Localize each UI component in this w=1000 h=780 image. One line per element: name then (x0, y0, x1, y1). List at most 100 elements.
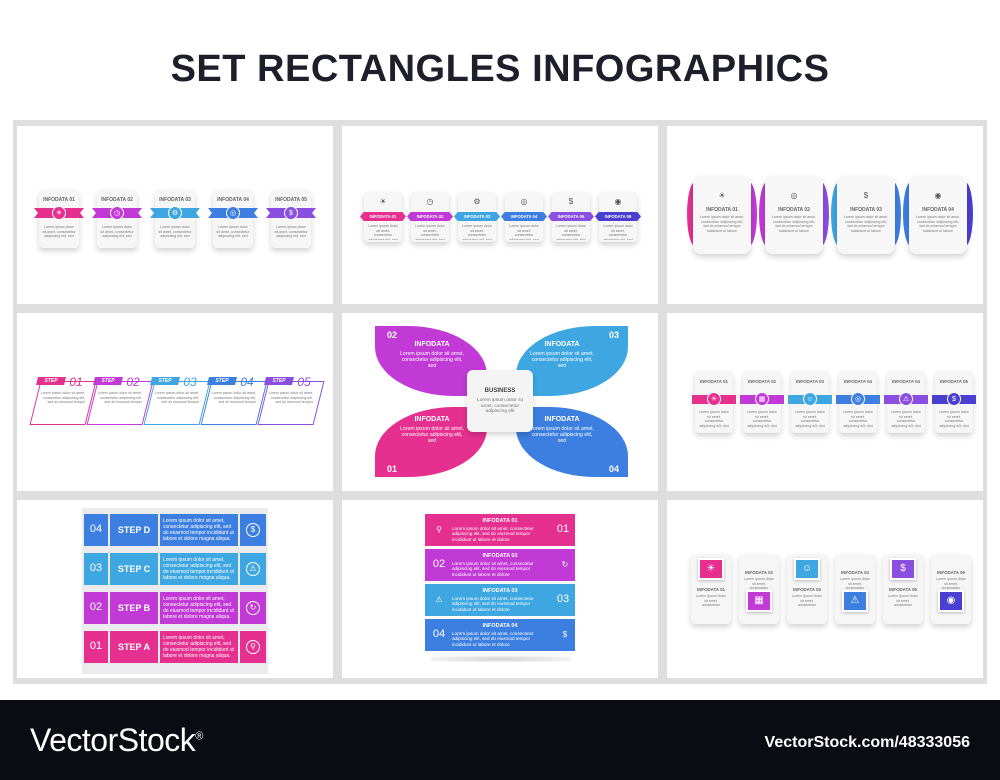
banner-title: INFODATA 01 (482, 518, 518, 524)
step-cell (110, 631, 158, 663)
card-text: Lorem ipsum dolor sit amet, consectetur … (843, 215, 889, 233)
panel-ribbon-cards: INFODATA 01 ☀ Lorem ipsum dolor sit amet, … (17, 126, 333, 304)
row-text: Lorem ipsum dolor sit amet, consectetur … (163, 557, 234, 581)
card-text: Lorem ipsum dolor sit amet, consectetur … (792, 594, 822, 608)
dollar-icon: $ (900, 563, 906, 574)
leaf-number: 01 (386, 464, 397, 474)
card-text: Lorem ipsum dolor sit amet, consectetur … (415, 224, 445, 240)
text-cell (160, 553, 238, 585)
step-text: Lorem ipsum dolor sit amet, consectetur … (154, 391, 199, 405)
leaf-title: INFODATA (414, 341, 450, 348)
card-text: Lorem ipsum dolor sit amet, consectetur … (699, 215, 745, 233)
card-label: INFODATA 04 (217, 197, 249, 203)
text-cell (160, 631, 238, 663)
person-icon: ☺ (806, 395, 814, 403)
row-text: Lorem ipsum dolor sit amet, consectetur … (163, 635, 234, 659)
info-card (909, 176, 967, 254)
target-icon: ◉ (934, 191, 942, 200)
card-label: INFODATA 04 (892, 379, 920, 384)
step-cell (110, 592, 158, 624)
info-card (837, 176, 895, 254)
hex-band (454, 212, 500, 221)
icon-ring (246, 601, 260, 615)
card-label: INFODATA 06 (604, 214, 632, 219)
leaf-number: 04 (608, 464, 619, 474)
card-label: INFODATA 06 (937, 570, 965, 575)
step-number: 01 (69, 375, 83, 389)
row-step: STEP A (117, 642, 150, 652)
search-icon: ⚲ (436, 525, 442, 534)
card-text: Lorem ipsum dolor sit amet, consectetur … (100, 225, 134, 239)
card-text: Lorem ipsum dolor sit amet, consectetur … (795, 410, 825, 428)
step-text: Lorem ipsum dolor sit amet, consectetur … (97, 391, 142, 405)
dollar-icon: $ (952, 395, 956, 403)
card-text: Lorem ipsum dolor sit amet, consectetur … (891, 410, 921, 428)
footer-bar: VectorStock® VectorStock.com/48333056 (0, 700, 1000, 780)
card-label: INFODATA 04 (844, 379, 872, 384)
panel-band-cards: INFODATA 01☀Lorem ipsum dolor sit amet, … (667, 313, 983, 491)
icon-tile (746, 590, 772, 612)
row-text: Lorem ipsum dolor sit amet, consectetur … (163, 596, 234, 620)
dollar-icon: $ (562, 630, 568, 639)
center-title: BUSINESS (484, 388, 516, 394)
calendar-icon: ▦ (758, 395, 766, 403)
bulb-icon: ☀ (706, 563, 716, 574)
infographic-grid: INFODATA 01 ☀ Lorem ipsum dolor sit amet, … (13, 120, 987, 684)
card-label: INFODATA 05 (940, 379, 968, 384)
card-label: INFODATA 04 (510, 214, 538, 219)
leaf-text: Lorem ipsum dolor sit amet, consectetur … (399, 351, 464, 369)
banner-text: Lorem ipsum dolor sit amet, consectetur … (452, 596, 534, 612)
card-label: INFODATA 01 (700, 379, 728, 384)
hex-band (595, 212, 641, 221)
icon-ring (246, 640, 260, 654)
card-label: INFODATA 05 (889, 587, 917, 592)
card-text: Lorem ipsum dolor sit amet, consectetur … (888, 594, 918, 608)
warning-icon: ⚠ (902, 395, 910, 403)
step-number: 05 (297, 375, 311, 389)
leaf-number: 03 (608, 330, 619, 340)
card-label: INFODATA 05 (275, 197, 307, 203)
warning-icon: ⚠ (249, 564, 257, 573)
clock-icon: ◷ (426, 197, 434, 206)
leaf-text: Lorem ipsum dolor sit amet, consectetur … (529, 426, 594, 444)
icon-tile (794, 558, 820, 580)
icon-tile (938, 590, 964, 612)
info-card (931, 554, 971, 624)
icon-badge (899, 392, 913, 406)
panel-stacked-banners: INFODATA 01 Lorem ipsum dolor sit amet, c… (342, 500, 658, 678)
warning-icon: ⚠ (435, 595, 443, 604)
gear-icon: ⚙ (171, 209, 179, 217)
num-cell (84, 631, 108, 663)
card-text: Lorem ipsum dolor sit amet, consectetur … (216, 225, 250, 239)
step-label: STEP (158, 378, 172, 384)
brand-logo: VectorStock® (30, 722, 203, 758)
globe-icon: ◎ (854, 395, 862, 403)
card-text: Lorem ipsum dolor sit amet, consectetur … (936, 577, 966, 591)
card-label: INFODATA 04 (841, 570, 869, 575)
bulb-icon: ☀ (55, 209, 63, 217)
leaf-number: 02 (386, 330, 397, 340)
calendar-icon: ▦ (754, 595, 764, 606)
banner-number: 04 (432, 628, 446, 640)
icon-tile (698, 558, 724, 580)
banner (425, 619, 575, 651)
card-label: INFODATA 02 (416, 214, 444, 219)
icon-badge (755, 392, 769, 406)
card-label: INFODATA 01 (43, 197, 75, 203)
card-label: INFODATA 01 (706, 207, 738, 213)
banner-number: 03 (556, 593, 570, 605)
card-label: INFODATA 01 (369, 214, 397, 219)
hex-band (548, 212, 594, 221)
card-text: Lorem ipsum dolor sit amet, consectetur … (462, 224, 492, 240)
card-text: Lorem ipsum dolor sit amet, consectetur … (744, 577, 774, 591)
person-icon: ☺ (801, 563, 813, 574)
warning-icon: ⚠ (850, 595, 860, 606)
info-card (765, 176, 823, 254)
card-label: INFODATA 03 (463, 214, 491, 219)
card-label: INFODATA 02 (748, 379, 776, 384)
step-text: Lorem ipsum dolor sit amet, consectetur … (268, 391, 313, 405)
globe-icon: ◎ (520, 197, 528, 206)
